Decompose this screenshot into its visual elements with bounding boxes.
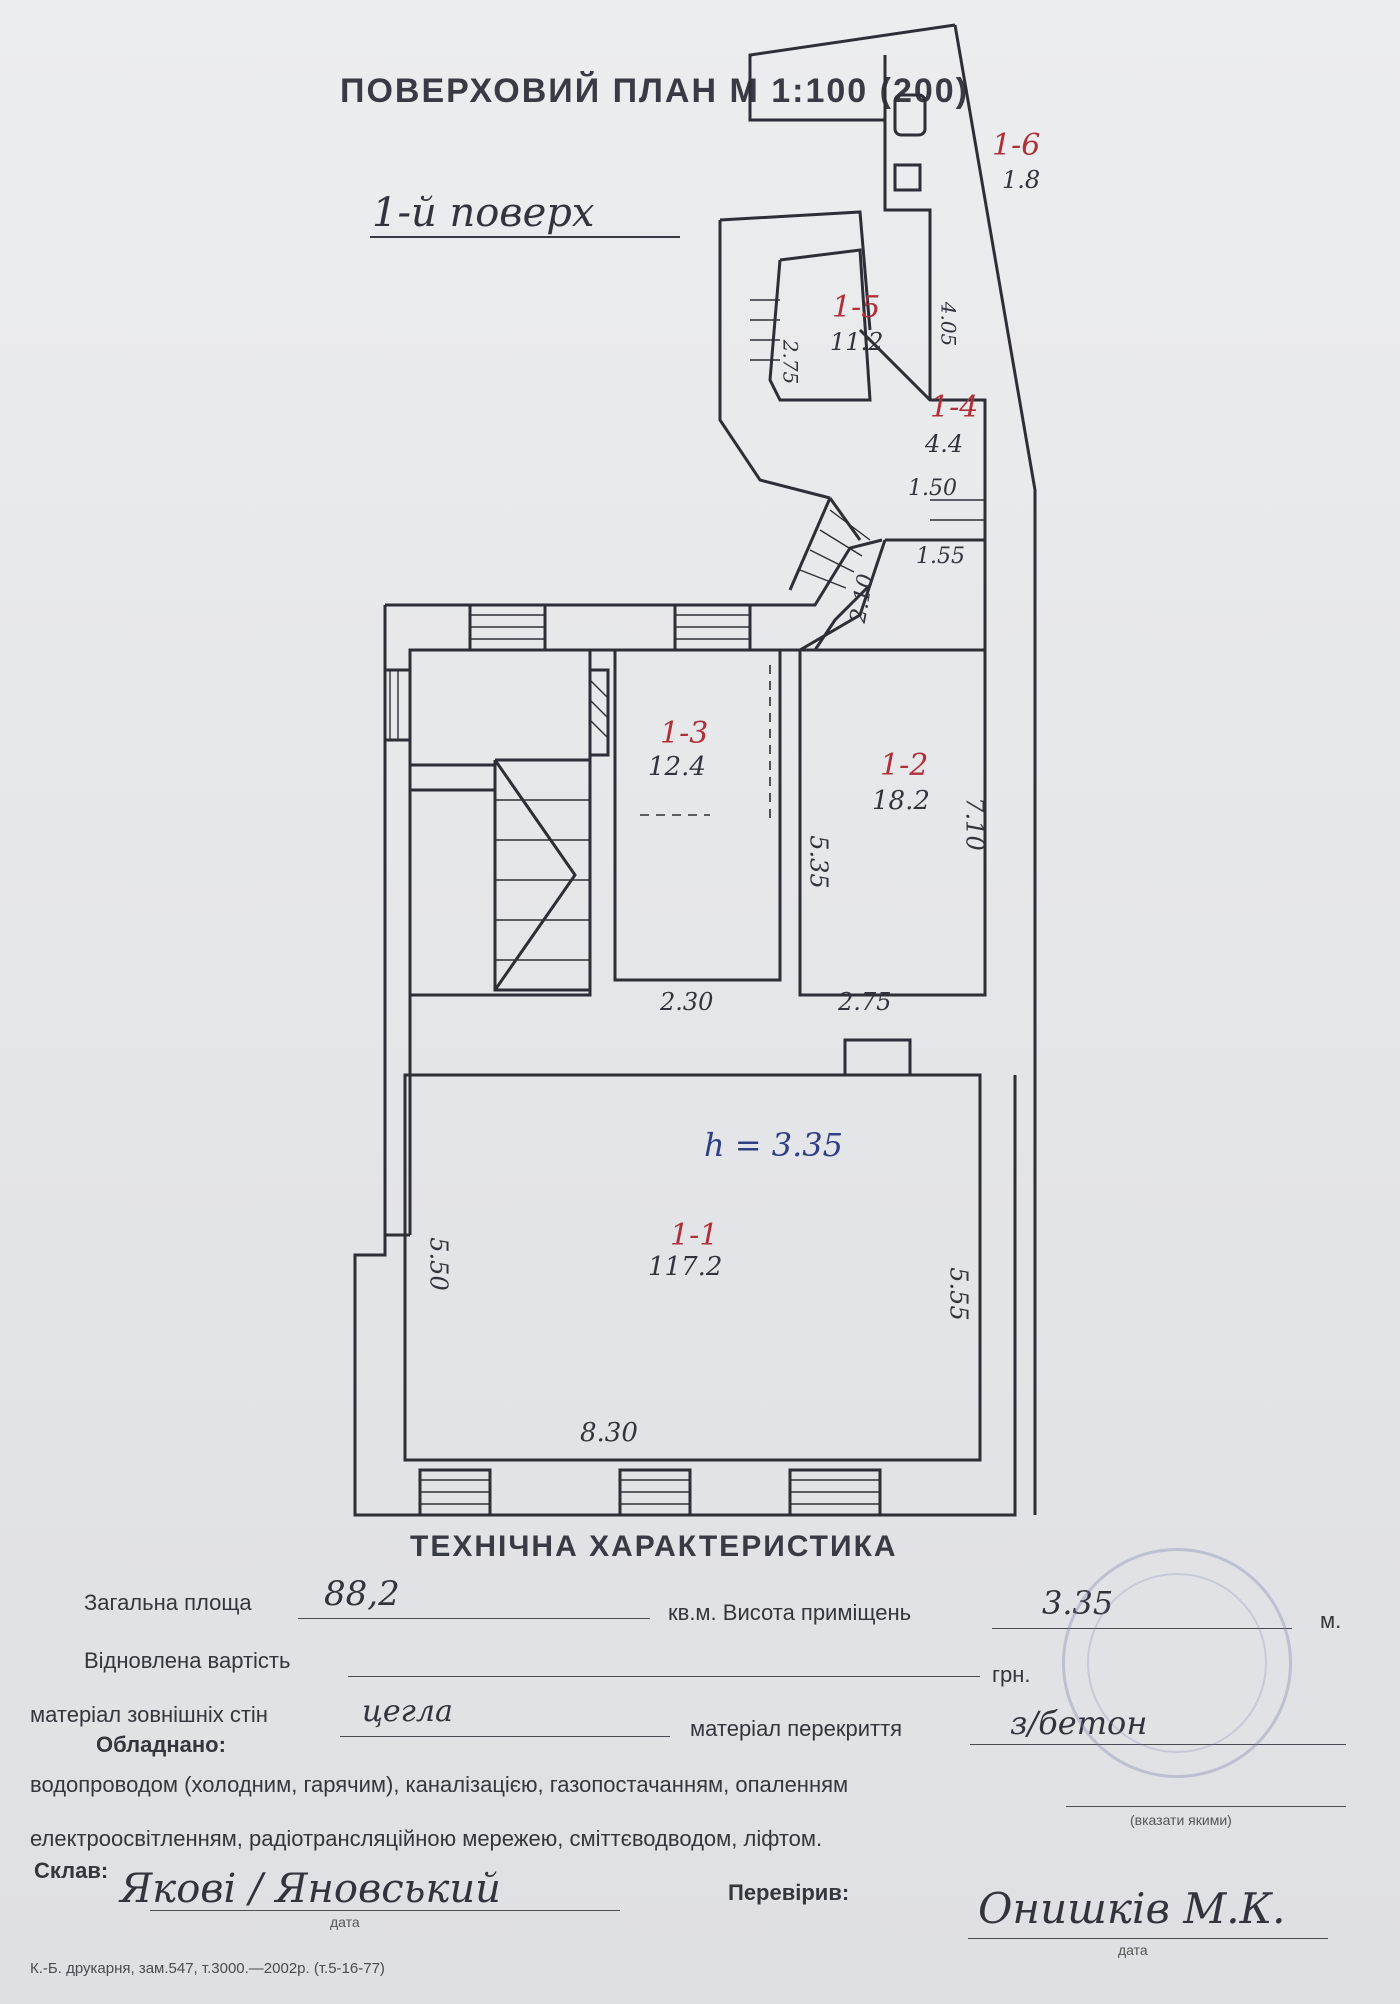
room-1-4-area: 4.4 [925,430,964,458]
room-1-3-id: 1-3 [660,716,709,751]
room-1-4-id: 1-4 [930,390,979,425]
checked-line [968,1938,1328,1939]
room-1-2-id: 1-2 [880,748,929,783]
room-1-6-id: 1-6 [992,128,1041,163]
dim-5-55: 5.55 [944,1267,973,1321]
walls-label: матеріал зовнішніх стін [30,1702,268,1727]
equip-line-1-blank [1066,1806,1346,1807]
composed-signature: Якові / Яновський [120,1866,501,1912]
floor-label-underline [370,236,680,238]
floor-plan-drawing [353,23,1037,1517]
room-1-6-area: 1.8 [1002,166,1041,194]
dim-2-30: 2.30 [660,988,714,1016]
room-1-5-id: 1-5 [832,290,881,325]
equip-hint: (вказати якими) [1130,1812,1232,1828]
walls-line [340,1736,670,1737]
dim-4-05: 4.05 [936,301,961,347]
total-area-line [298,1618,650,1619]
total-area-label: Загальна площа [84,1590,252,1615]
room-1-2-area: 18.2 [872,786,930,816]
floor-label: 1-й поверх [372,190,595,236]
restored-value-label: Відновлена вартість [84,1648,291,1673]
composed-line [150,1910,620,1911]
sq-m-label: кв.м. Висота приміщень [668,1600,912,1625]
checked-signature: Онишків М.К. [978,1884,1286,1933]
m-label: м. [1320,1608,1342,1633]
checked-label: Перевірив: [728,1880,850,1905]
room-1-1-id: 1-1 [670,1218,719,1253]
room-1-1-area: 117.2 [648,1252,723,1282]
walls-value: цегла [362,1694,453,1729]
room-1-5-area: 11.2 [830,328,884,356]
dim-5-50: 5.50 [424,1237,453,1291]
total-area-value: 88,2 [324,1574,400,1614]
date-label-1: дата [330,1914,360,1930]
floors-label: матеріал перекриття [690,1716,903,1741]
ceiling-height-note: h = 3.35 [704,1126,844,1164]
dim-2-75-back: 2.75 [778,339,803,385]
dim-1-50: 1.50 [908,476,957,501]
equip-line-1: водопроводом (холодним, гарячим), каналі… [30,1772,849,1797]
room-1-3-area: 12.4 [648,752,706,782]
dim-2-75: 2.75 [838,988,892,1016]
date-label-2: дата [1118,1942,1148,1958]
dim-1-55: 1.55 [916,544,965,569]
composed-label: Склав: [34,1858,109,1883]
plan-title: ПОВЕРХОВИЙ ПЛАН М 1:100 (200) [340,72,970,110]
uah-label: грн. [992,1662,1031,1687]
printer-note: К.-Б. друкарня, зам.547, т.3000.—2002р. … [30,1960,385,1977]
tech-heading: ТЕХНІЧНА ХАРАКТЕРИСТИКА [410,1530,898,1563]
dim-5-35: 5.35 [804,835,833,889]
equipped-label: Обладнано: [96,1732,226,1757]
equip-line-2: електроосвітленням, радіотрансляційною м… [30,1826,823,1851]
dim-7-10: 7.10 [960,797,989,851]
dim-8-30: 8.30 [580,1418,638,1448]
restored-value-line [348,1676,980,1677]
official-stamp [1062,1548,1292,1778]
